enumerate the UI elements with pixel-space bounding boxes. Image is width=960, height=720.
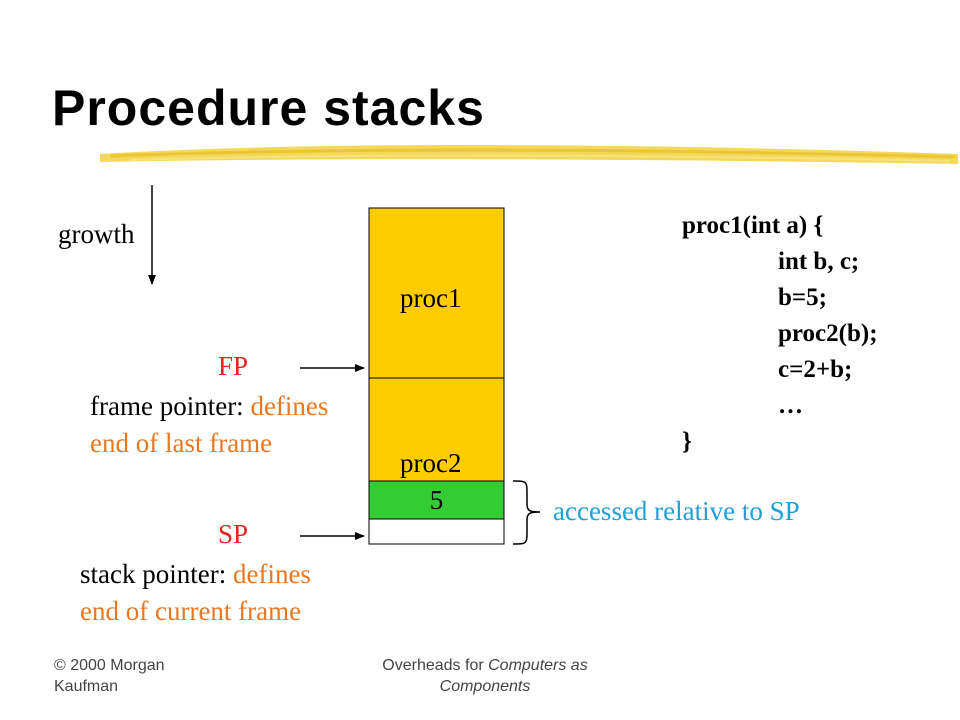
fp-description-line2: end of last frame [90, 428, 273, 458]
footer-credit: Overheads for Computers as Components [340, 655, 630, 697]
fp-label: FP [218, 351, 249, 381]
sp-description-prefix: stack pointer: [80, 559, 233, 589]
fp-description-prefix: frame pointer: [90, 391, 251, 421]
value-cell-label: 5 [429, 485, 444, 515]
code-line: } [682, 428, 692, 455]
proc1-frame [368, 207, 505, 379]
sp-description-line2: end of current frame [80, 596, 302, 626]
footer-book-title: Computers as Components [439, 657, 588, 695]
value-cell [368, 480, 505, 520]
code-line: proc1(int a) { [682, 212, 824, 239]
proc2-frame [368, 377, 505, 482]
sp-description-line1: stack pointer: defines [80, 558, 311, 590]
slide-title: Procedure stacks [52, 80, 485, 136]
fp-description-line1: frame pointer: defines [90, 390, 328, 422]
code-block: proc1(int a) { int b, c; b=5; proc2(b); … [682, 208, 878, 460]
growth-label: growth [58, 219, 135, 249]
sp-description-highlight: defines [232, 559, 311, 589]
footer-credit-prefix: Overheads for [382, 657, 489, 674]
code-line: proc2(b); [778, 320, 878, 347]
fp-description-highlight: defines [250, 391, 329, 421]
title-underline-stroke [100, 145, 958, 164]
code-line: … [778, 392, 803, 419]
empty-cell [368, 518, 505, 545]
proc2-label: proc2 [400, 448, 462, 478]
proc1-label: proc1 [400, 283, 462, 313]
code-line: b=5; [778, 284, 827, 311]
sp-annotation: accessed relative to SP [553, 496, 800, 526]
footer-copyright: © 2000 Morgan Kaufman [54, 657, 165, 695]
sp-label: SP [218, 519, 249, 549]
code-line: c=2+b; [778, 356, 853, 383]
sp-brace [512, 480, 541, 545]
code-line: int b, c; [778, 248, 860, 275]
